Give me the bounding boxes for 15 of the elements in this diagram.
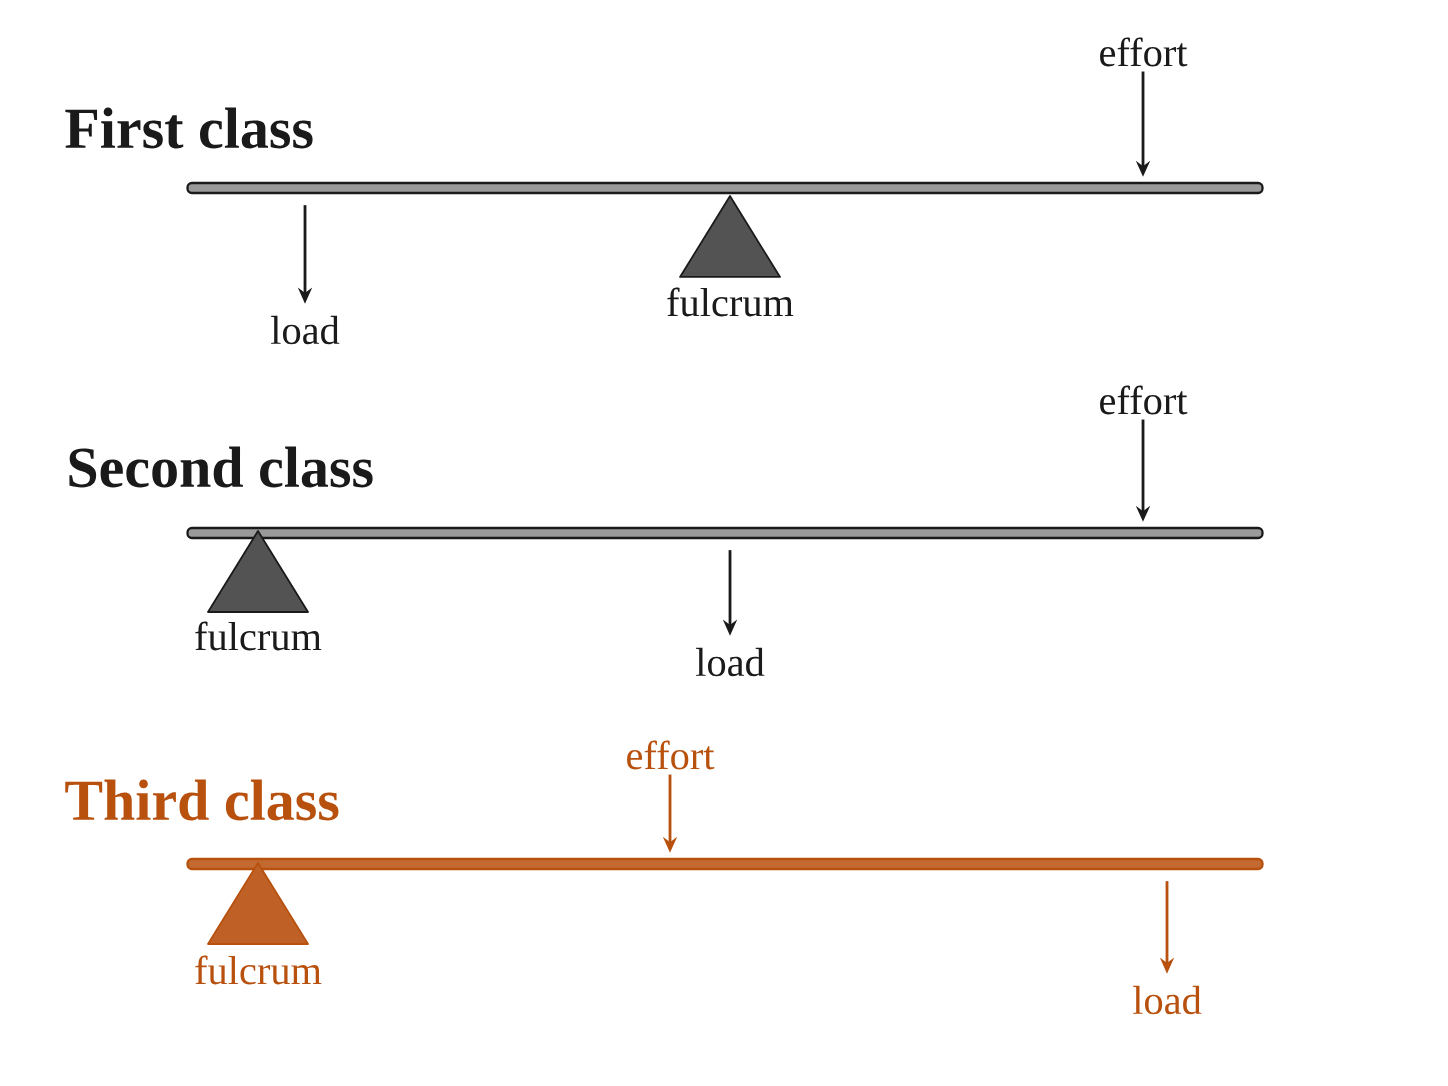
lever-beam [186, 181, 1264, 195]
lever-class-heading: Third class [65, 779, 339, 821]
force-label: load [271, 315, 340, 345]
fulcrum-label: fulcrum [195, 955, 322, 985]
force-label: load [696, 647, 765, 677]
lever-beam [186, 526, 1264, 540]
fulcrum-label: fulcrum [667, 287, 794, 317]
fulcrum-label: fulcrum [195, 621, 322, 651]
force-label: effort [627, 740, 715, 770]
lever-beam [186, 857, 1264, 871]
force-label: effort [1100, 37, 1188, 67]
force-label: effort [1100, 385, 1188, 415]
force-label: load [1133, 985, 1202, 1015]
lever-class-heading: Second class [69, 446, 373, 488]
lever-class-heading: First class [65, 107, 313, 149]
